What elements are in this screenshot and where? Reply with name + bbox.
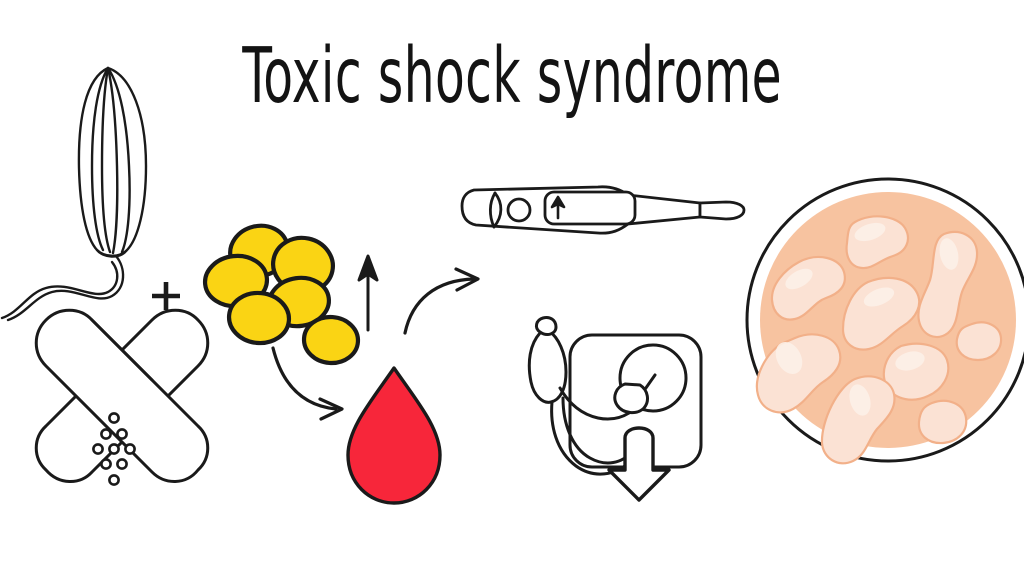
colony xyxy=(841,276,921,351)
blood-pressure-monitor-illustration xyxy=(527,316,703,476)
plus-sign-symbol xyxy=(152,282,180,310)
colony xyxy=(917,399,968,445)
petri-dish-illustration xyxy=(745,177,1024,465)
petri-colonies xyxy=(755,215,1003,465)
bandage-perforation-dots xyxy=(92,412,136,486)
thermometer-display xyxy=(543,190,637,226)
increase-arrow-icon xyxy=(357,254,379,332)
staphylococcus-cluster-illustration xyxy=(202,223,361,366)
petri-colony-highlights xyxy=(775,222,959,416)
thermometer-illustration xyxy=(460,185,746,235)
bacteria-cell xyxy=(301,314,361,366)
colony xyxy=(820,375,896,465)
bacteria-cell xyxy=(226,290,292,346)
colony xyxy=(955,321,1003,362)
crossed-bandages-illustration xyxy=(34,308,210,486)
colony xyxy=(917,230,979,338)
thermometer-fever-arrow-icon xyxy=(550,195,566,220)
bp-valve xyxy=(534,316,558,336)
colony xyxy=(770,255,846,321)
tampon-illustration xyxy=(0,66,148,322)
decrease-arrow-icon xyxy=(607,426,671,502)
blood-drop-illustration xyxy=(346,366,442,505)
thermometer-probe-tip xyxy=(698,200,746,221)
bp-gauge-collar xyxy=(613,382,649,414)
thermometer-button xyxy=(506,197,532,223)
curved-arrow-to-symptoms-icon xyxy=(403,267,480,335)
curved-arrow-to-blood-icon xyxy=(271,346,344,421)
